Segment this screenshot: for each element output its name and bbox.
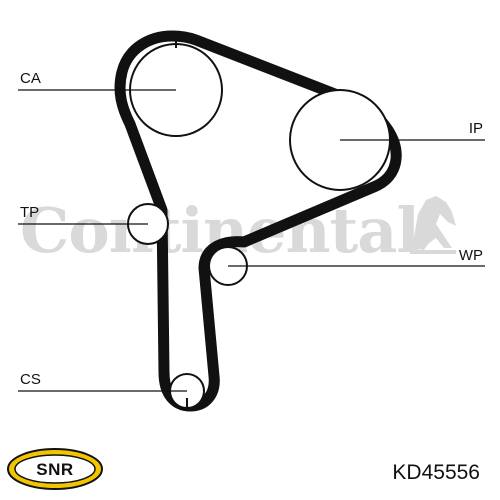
horse-logo-icon	[410, 196, 456, 254]
brand-text: SNR	[36, 460, 73, 479]
part-number: KD45556	[392, 461, 480, 484]
snr-logo: SNR	[7, 448, 103, 490]
label-wp: WP	[459, 247, 483, 264]
label-tp: TP	[20, 204, 39, 221]
label-cs: CS	[20, 371, 41, 388]
label-ca: CA	[20, 70, 41, 87]
label-ip: IP	[469, 120, 483, 137]
